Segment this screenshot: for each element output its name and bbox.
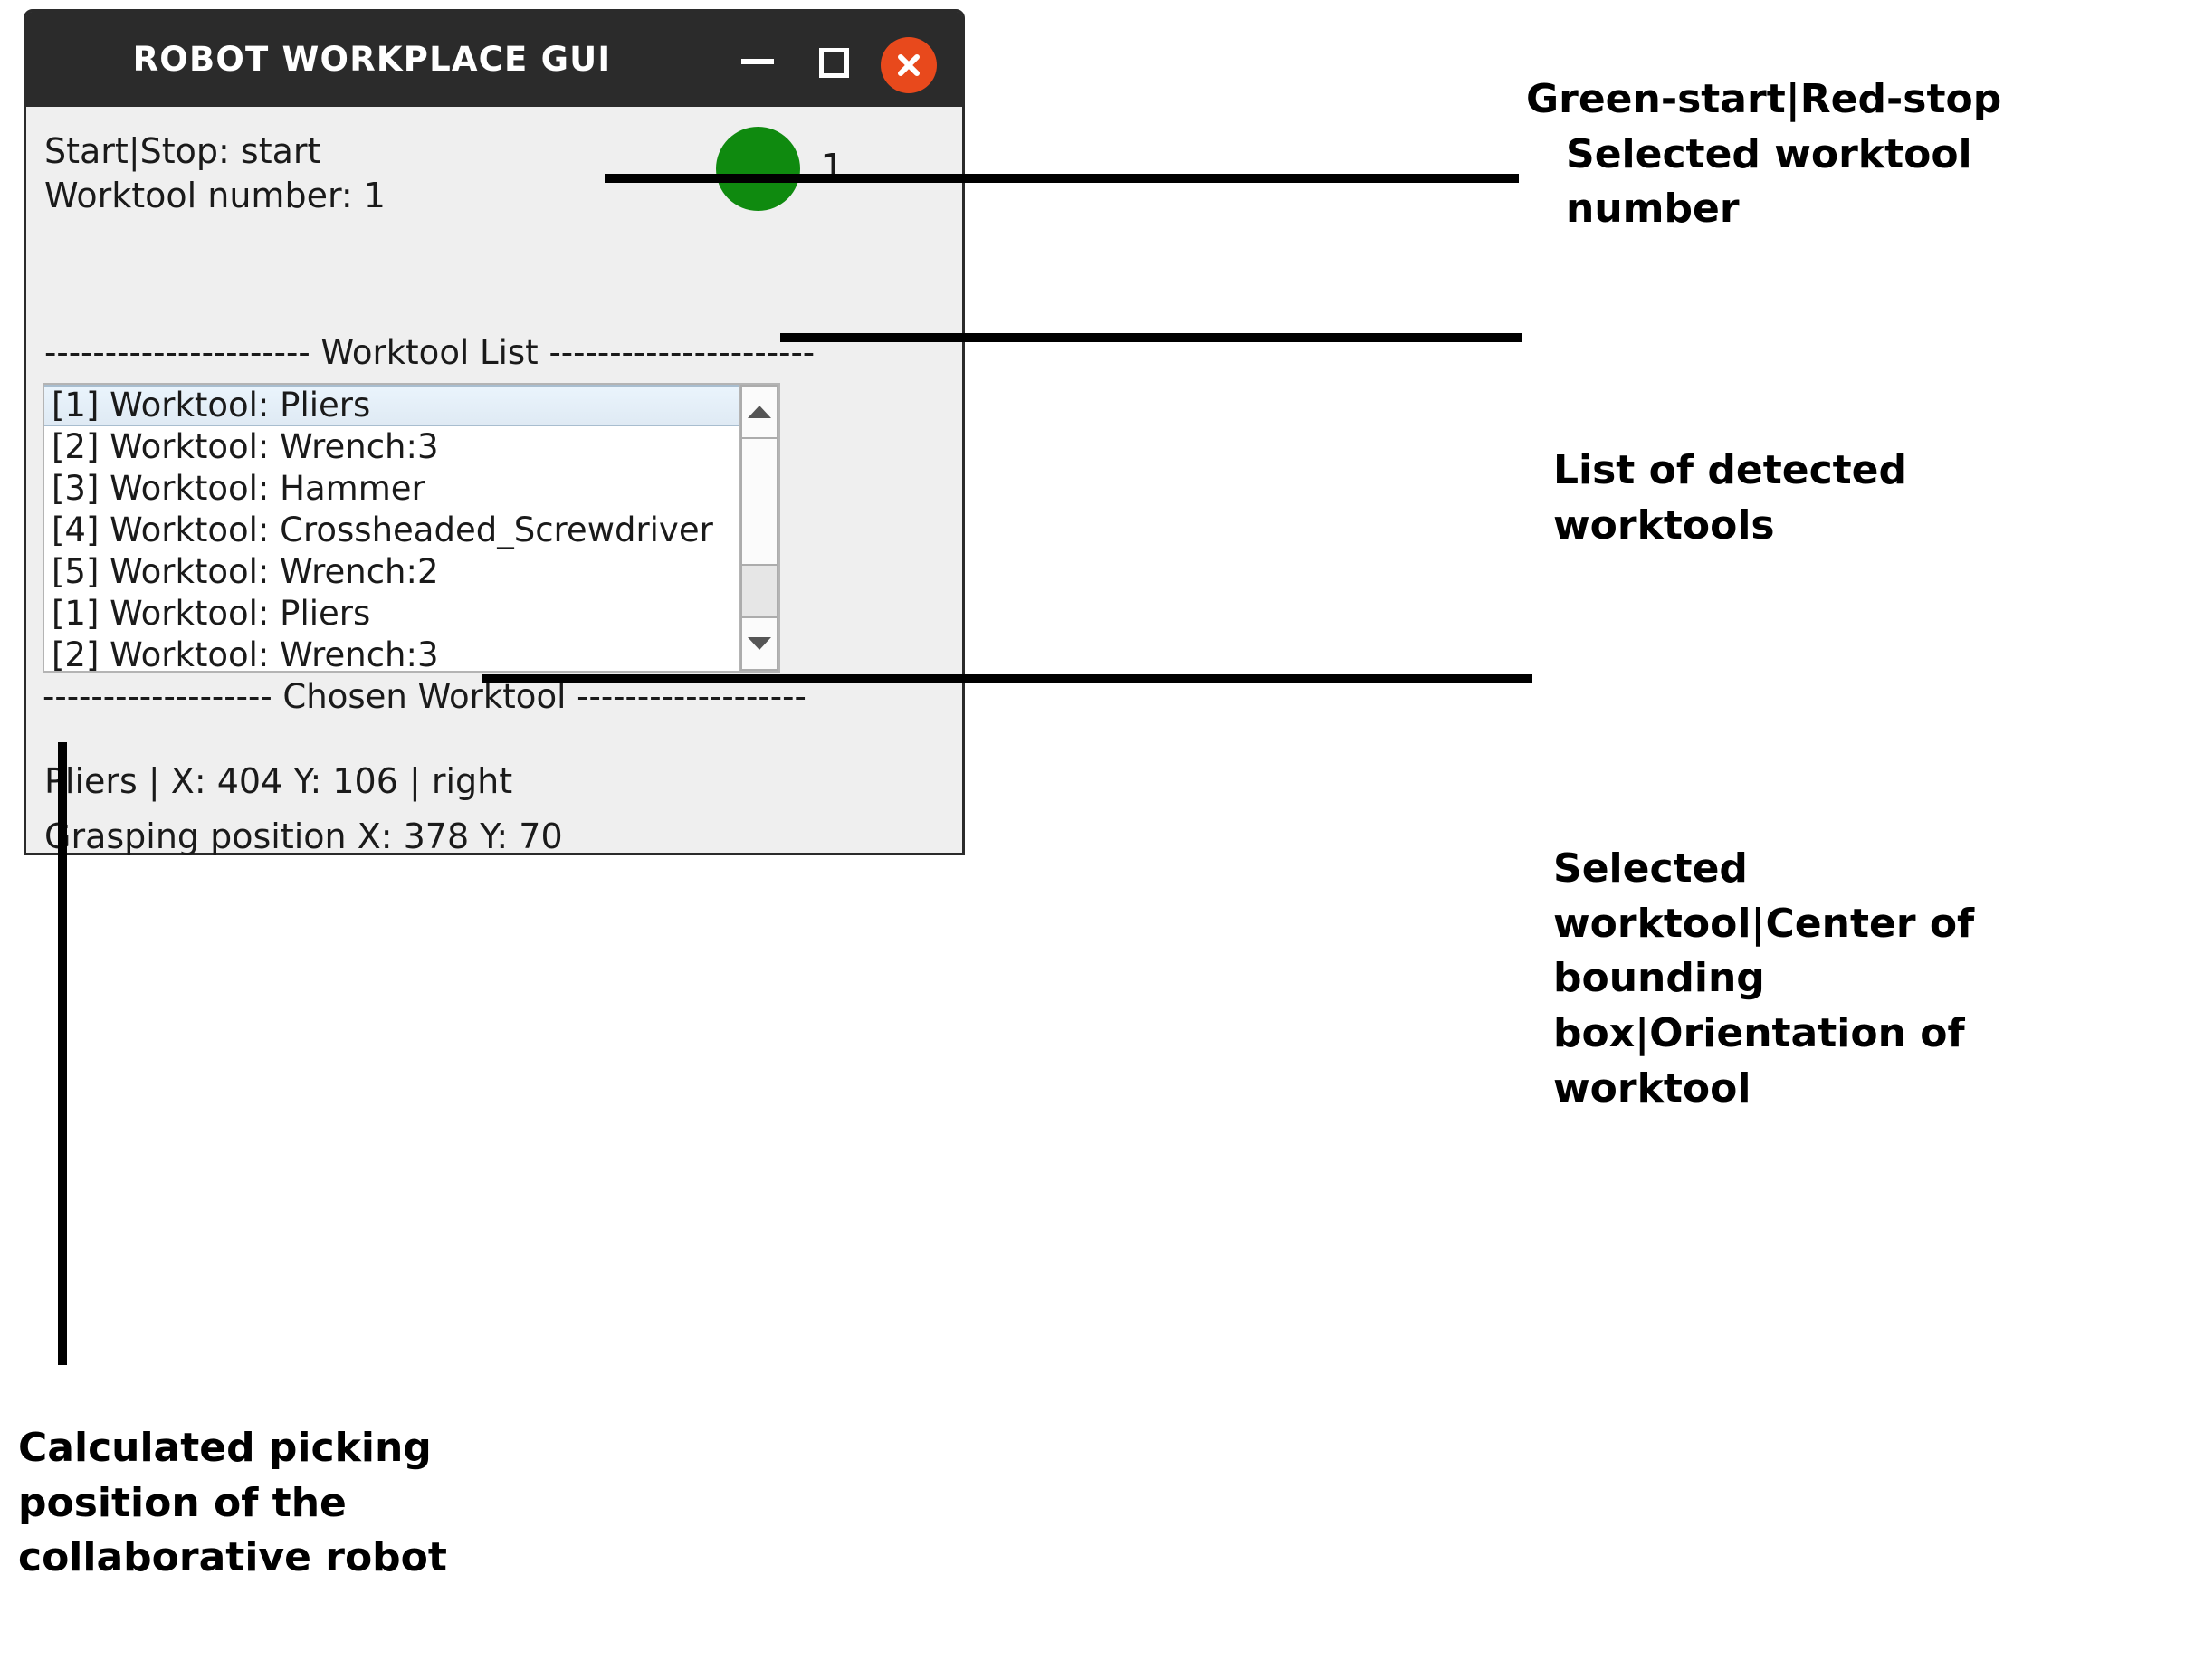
annotation-picking: Calculated picking position of the colla… (18, 1421, 652, 1586)
scroll-up-arrow-icon[interactable] (740, 385, 778, 439)
leader-line-picking-lower (58, 858, 67, 1365)
start-stop-status: Start|Stop: start (44, 131, 321, 171)
selected-worktool-number: 1 (820, 146, 845, 192)
annotation-list: List of detected worktools (1553, 444, 2187, 553)
leader-line-indicator (605, 174, 1519, 183)
close-icon (898, 54, 920, 76)
leader-line-chosen (482, 674, 1532, 683)
annotation-indicator-line-1: Green-start|Red-stop (1526, 76, 2002, 122)
list-item[interactable]: [1] Worktool: Pliers (52, 594, 371, 633)
maximize-button[interactable] (819, 48, 849, 78)
annotation-indicator: Green-start|Red-stop Selected worktool n… (1526, 72, 2204, 237)
chosen-worktool-summary: Pliers | X: 404 Y: 106 | right (44, 761, 513, 801)
chosen-worktool-header: ------------------- Chosen Worktool ----… (43, 677, 806, 716)
list-item[interactable]: [3] Worktool: Hammer (52, 469, 425, 508)
annotation-picking-line-1: Calculated picking (18, 1425, 432, 1471)
scroll-down-arrow-icon[interactable] (740, 616, 778, 671)
annotation-chosen: Selected worktool|Center of bounding box… (1553, 842, 2204, 1117)
list-item[interactable]: [2] Worktool: Wrench:3 (52, 427, 439, 466)
status-dot-icon (716, 127, 800, 211)
scrollbar-track[interactable] (740, 566, 778, 616)
chosen-worktool-info: Pliers | X: 404 Y: 106 | right Grasping … (44, 754, 563, 864)
annotation-chosen-line-4: box|Orientation of (1553, 1010, 1965, 1057)
close-button[interactable] (881, 37, 937, 93)
list-item[interactable]: [5] Worktool: Wrench:2 (52, 552, 439, 591)
grasping-position: Grasping position X: 378 Y: 70 (44, 816, 563, 856)
gui-content: Start|Stop: start Worktool number: 1 1 -… (26, 107, 962, 856)
minimize-button[interactable] (741, 59, 774, 64)
run-state-indicator: 1 (716, 127, 845, 211)
list-scrollbar[interactable] (739, 385, 778, 671)
list-item[interactable]: [2] Worktool: Wrench:3 (52, 635, 439, 671)
annotation-list-line-1: List of detected (1553, 447, 1908, 493)
worktool-number-status: Worktool number: 1 (44, 175, 386, 215)
status-block: Start|Stop: start Worktool number: 1 (44, 129, 386, 217)
window-title: ROBOT WORKPLACE GUI (132, 40, 612, 79)
annotation-indicator-line-3: number (1566, 186, 1740, 233)
annotation-list-line-2: worktools (1553, 501, 1775, 549)
scrollbar-thumb[interactable] (740, 439, 778, 566)
annotation-chosen-line-2: worktool|Center of (1553, 900, 1975, 947)
leader-line-picking-upper (58, 742, 67, 905)
list-item[interactable]: [1] Worktool: Pliers (44, 385, 739, 426)
annotation-chosen-line-3: bounding (1553, 955, 1765, 1002)
leader-line-list (780, 333, 1522, 342)
gui-window: ROBOT WORKPLACE GUI Start|Stop: start Wo… (24, 9, 965, 856)
annotation-picking-line-3: collaborative robot (18, 1534, 447, 1581)
title-bar[interactable]: ROBOT WORKPLACE GUI (26, 12, 962, 107)
worktool-list-items[interactable]: [1] Worktool: Pliers [2] Worktool: Wrenc… (44, 385, 739, 671)
worktool-list-box[interactable]: [1] Worktool: Pliers [2] Worktool: Wrenc… (43, 383, 780, 673)
annotation-chosen-line-5: worktool (1553, 1064, 1751, 1112)
annotation-picking-line-2: position of the (18, 1479, 347, 1526)
annotation-chosen-line-1: Selected (1553, 845, 1748, 892)
worktool-list-header: ---------------------- Worktool List ---… (44, 333, 816, 372)
annotation-indicator-line-2: Selected worktool (1566, 130, 1972, 177)
list-item[interactable]: [4] Worktool: Crossheaded_Screwdriver (52, 511, 713, 549)
